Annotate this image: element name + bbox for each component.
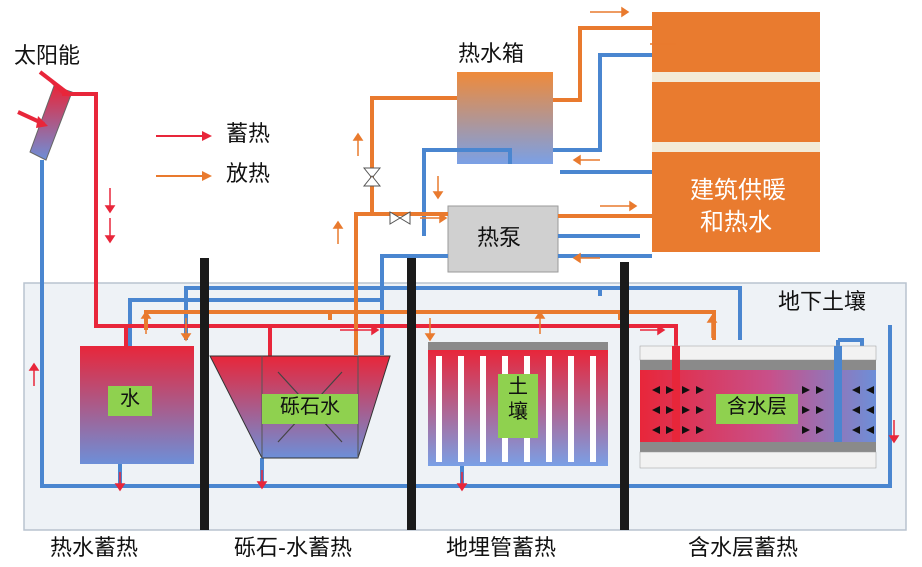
solar-label: 太阳能 bbox=[14, 44, 81, 69]
blue-pipes bbox=[40, 53, 892, 488]
gravel-water-label: 砾石水 bbox=[262, 394, 358, 424]
building-label-line2: 和热水 bbox=[700, 208, 772, 236]
flow-arrows-red bbox=[28, 188, 900, 492]
soil-label: 土 壤 bbox=[498, 374, 538, 438]
category-borehole-storage: 地埋管蓄热 bbox=[446, 536, 557, 561]
legend-charge-label: 蓄热 bbox=[226, 122, 271, 147]
soil-label-line1: 土 bbox=[508, 374, 528, 398]
valve-icon bbox=[362, 167, 411, 225]
category-gravel-water-storage: 砾石-水蓄热 bbox=[234, 536, 352, 561]
soil-label-line2: 壤 bbox=[508, 399, 528, 423]
solar-collector bbox=[29, 85, 73, 161]
legend-discharge-label: 放热 bbox=[226, 162, 271, 187]
flow-arrows-orange bbox=[140, 6, 718, 342]
hot-water-tank-label: 热水箱 bbox=[458, 42, 525, 67]
heat-pump-box bbox=[447, 205, 559, 273]
category-aquifer-storage: 含水层蓄热 bbox=[688, 536, 799, 561]
sun-ray-arrows bbox=[17, 70, 70, 128]
dividers bbox=[200, 258, 629, 530]
water-storage-label: 水 bbox=[108, 386, 152, 416]
heat-pump-label: 热泵 bbox=[477, 226, 522, 251]
aquifer-label: 含水层 bbox=[716, 394, 798, 424]
legend-arrows bbox=[156, 131, 212, 181]
aquifer-flow-arrows bbox=[652, 386, 874, 434]
flow-arrows-return bbox=[180, 43, 676, 342]
category-hot-water-storage: 热水蓄热 bbox=[50, 536, 139, 561]
building-label-line1: 建筑供暖 bbox=[690, 176, 786, 204]
building bbox=[652, 12, 820, 252]
underground-soil-label: 地下土壤 bbox=[778, 290, 867, 315]
